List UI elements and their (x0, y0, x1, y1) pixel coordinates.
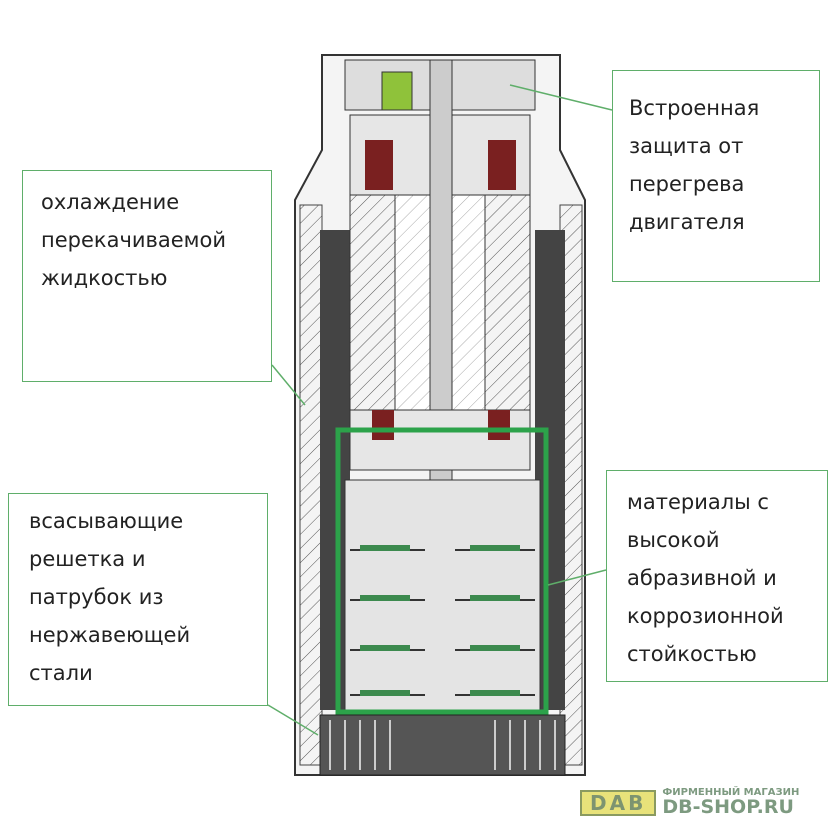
callout-text: всасывающие (29, 509, 184, 533)
callout-text: двигателя (629, 210, 745, 234)
thermal-protector (381, 71, 413, 111)
callout-text: Встроенная (629, 96, 760, 120)
callout-text: стали (29, 661, 93, 685)
callout-text: абразивной и (627, 566, 777, 590)
shop-logo: DAB ФИРМЕННЫЙ МАГАЗИН DB-SHOP.RU (580, 788, 799, 817)
callout-text: нержавеющей (29, 623, 191, 647)
leader-lines (267, 84, 613, 736)
highlight-frame (335, 427, 549, 715)
callout-text: стойкостью (627, 642, 757, 666)
callout-text: жидкостью (41, 266, 168, 290)
callout-text: защита от (629, 134, 744, 158)
logo-site: DB-SHOP.RU (662, 796, 794, 818)
callout-text: высокой (627, 528, 720, 552)
callout-text: материалы с (627, 490, 769, 514)
callout-cooling: охлаждение перекачиваемой жидкостью (22, 170, 272, 382)
callout-overheat-protection: Встроенная защита от перегрева двигателя (612, 70, 820, 282)
callout-text: патрубок из (29, 585, 164, 609)
callout-text: решетка и (29, 547, 146, 571)
callout-materials: материалы с высокой абразивной и коррози… (606, 470, 828, 682)
impeller-stages (319, 479, 566, 776)
callout-text: охлаждение (41, 190, 180, 214)
logo-brand: DAB (580, 789, 657, 816)
logo-subtitle: ФИРМЕННЫЙ МАГАЗИН (662, 787, 800, 798)
callout-intake: всасывающие решетка и патрубок из нержав… (8, 493, 268, 706)
callout-text: перегрева (629, 172, 745, 196)
callout-text: коррозионной (627, 604, 784, 628)
callout-text: перекачиваемой (41, 228, 227, 252)
